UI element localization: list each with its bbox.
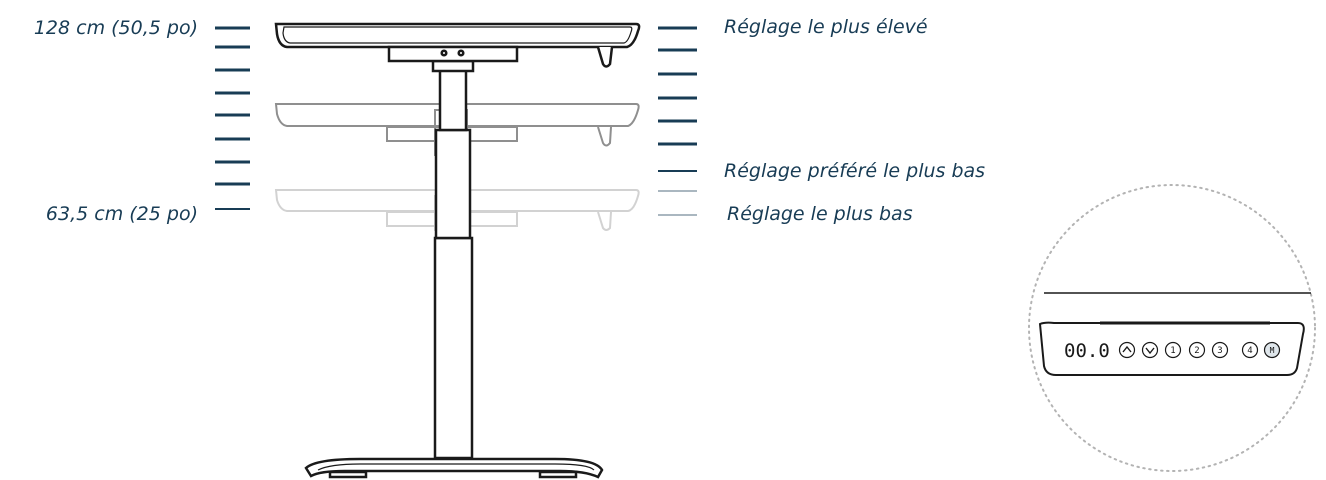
max-height-label: 128 cm (50,5 po) (33, 17, 198, 39)
preset-3-label: 3 (1217, 346, 1222, 356)
control-panel-inset: 00.0 1 2 3 4 M (1028, 184, 1316, 472)
preset-1-label: 1 (1170, 346, 1175, 356)
preset-4-button[interactable] (1241, 341, 1259, 359)
preset-4-label: 4 (1247, 346, 1252, 356)
preset-1-button[interactable] (1164, 341, 1182, 359)
memory-button[interactable] (1263, 341, 1281, 359)
up-arrow-icon[interactable] (1118, 341, 1136, 359)
down-arrow-icon[interactable] (1141, 341, 1159, 359)
preset-3-button[interactable] (1211, 341, 1229, 359)
highest-setting-label: Réglage le plus élevé (724, 16, 928, 38)
preset-2-button[interactable] (1188, 341, 1206, 359)
desk-position-highest (274, 22, 641, 479)
left-height-scale (215, 26, 250, 210)
right-setting-scale (658, 26, 697, 216)
height-display: 00.0 (1064, 340, 1110, 362)
lowest-setting-label: Réglage le plus bas (727, 203, 913, 225)
preferred-low-setting-label: Réglage préféré le plus bas (724, 160, 986, 182)
preset-2-label: 2 (1194, 346, 1199, 356)
min-height-label: 63,5 cm (25 po) (45, 203, 198, 225)
memory-label: M (1270, 346, 1275, 355)
